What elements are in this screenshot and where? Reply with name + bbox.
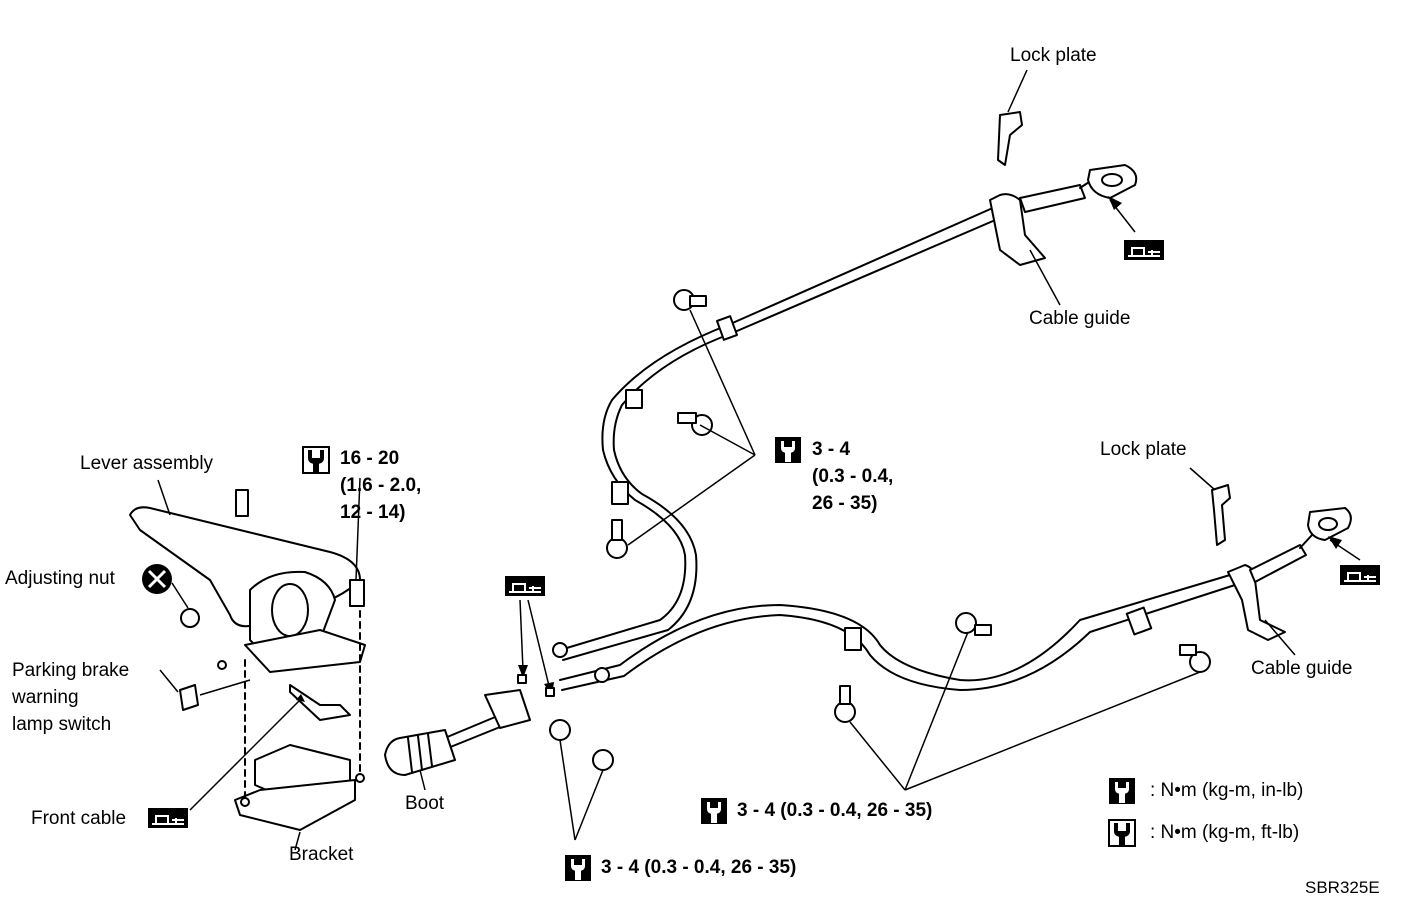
torque-upper-line1: 3 - 4 <box>812 439 851 460</box>
label-lock-plate-upper: Lock plate <box>1010 45 1097 66</box>
label-lever-assembly: Lever assembly <box>80 453 214 474</box>
label-cable-guide-lower: Cable guide <box>1251 658 1353 679</box>
legend-nm-ftlb: : N•m (kg-m, ft-lb) <box>1150 822 1300 843</box>
label-front-cable: Front cable <box>31 808 127 829</box>
torque-bottom: 3 - 4 (0.3 - 0.4, 26 - 35) <box>601 857 797 878</box>
torque-wrench-icon <box>302 446 330 474</box>
lever-assembly <box>129 489 366 831</box>
torque-lever-line3: 12 - 14) <box>340 502 406 523</box>
torque-upper-line3: 26 - 35) <box>812 493 878 514</box>
non-reusable-part-icon <box>142 564 172 594</box>
torque-lever-line2: (1.6 - 2.0, <box>340 475 422 496</box>
label-boot: Boot <box>405 793 445 814</box>
label-cable-guide-upper: Cable guide <box>1029 308 1131 329</box>
torque-middle: 3 - 4 (0.3 - 0.4, 26 - 35) <box>737 800 933 821</box>
grease-icon <box>148 808 188 828</box>
lower-cable-guide-assembly <box>1211 484 1352 641</box>
torque-wrench-icon <box>1109 778 1135 804</box>
label-bracket: Bracket <box>289 844 354 865</box>
front-cable <box>384 689 531 776</box>
grease-icon <box>505 576 545 596</box>
torque-wrench-icon <box>701 798 727 824</box>
label-lock-plate-lower: Lock plate <box>1100 439 1187 460</box>
leader-lines <box>157 69 1361 851</box>
label-switch-line1: Parking brake <box>12 660 130 681</box>
lower-rear-cable <box>559 574 1236 691</box>
label-switch-line3: lamp switch <box>12 714 112 735</box>
torque-wrench-icon <box>775 437 801 463</box>
figure-code: SBR325E <box>1305 878 1380 897</box>
upper-rear-cable <box>559 206 1001 661</box>
grease-icon <box>1340 565 1380 585</box>
torque-wrench-icon <box>565 855 591 881</box>
torque-upper-line2: (0.3 - 0.4, <box>812 466 894 487</box>
grease-icon <box>1124 240 1164 260</box>
torque-lever-line1: 16 - 20 <box>340 448 400 469</box>
label-switch-line2: warning <box>12 687 79 708</box>
upper-cable-guide-assembly <box>989 111 1138 266</box>
torque-wrench-icon <box>1108 819 1136 847</box>
label-adjusting-nut: Adjusting nut <box>5 568 115 589</box>
legend-nm-inlb: : N•m (kg-m, in-lb) <box>1150 780 1304 801</box>
